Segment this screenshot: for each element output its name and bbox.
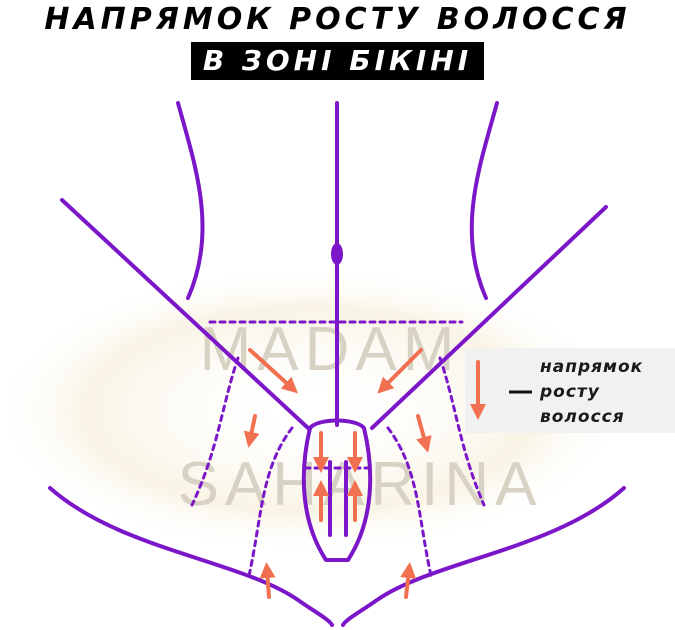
- left-bikini-line: [60, 198, 310, 430]
- legend-line1: напрямок: [540, 357, 643, 377]
- legend-box: [465, 348, 675, 433]
- arrow-icon: [400, 562, 417, 599]
- left-leg-outline: [48, 486, 334, 627]
- title-line1: НАПРЯМОК РОСТУ ВОЛОССЯ: [44, 2, 631, 37]
- right-outer-dashed-curve: [438, 356, 486, 507]
- left-inner-dashed-curve: [246, 426, 294, 582]
- watermark-line2: SAHARINA: [178, 450, 543, 519]
- right-waist-outline: [469, 101, 499, 300]
- left-waist-outline: [176, 101, 205, 300]
- left-outer-dashed-curve: [190, 356, 240, 507]
- legend-line3: волосся: [540, 407, 625, 427]
- right-inner-dashed-curve: [386, 426, 434, 582]
- arrow-icon: [248, 348, 298, 394]
- vulva-outline: [301, 418, 373, 562]
- arrow-icon: [377, 348, 423, 394]
- navel: [331, 243, 343, 265]
- arrow-icon: [259, 562, 276, 599]
- right-bikini-line: [370, 205, 608, 430]
- legend-line2: росту: [539, 382, 600, 402]
- watermark-glow: [0, 265, 630, 555]
- arrow-icon: [243, 414, 260, 448]
- right-leg-outline: [341, 486, 626, 627]
- arrow-icon: [416, 414, 432, 453]
- title-line2: В ЗОНІ БІКІНІ: [190, 42, 485, 80]
- watermark-line1: MADAM: [200, 315, 461, 384]
